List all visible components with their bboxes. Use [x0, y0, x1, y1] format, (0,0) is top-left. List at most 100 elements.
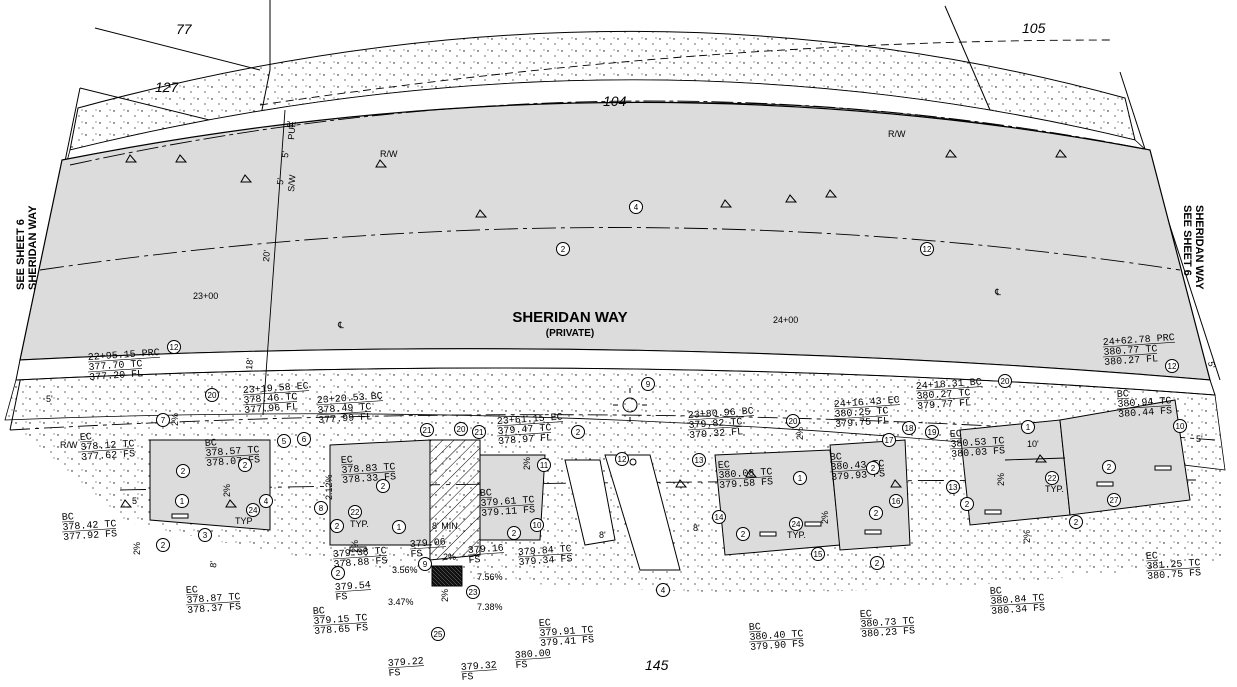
elevation-underline	[1145, 567, 1201, 572]
callout-number: 22	[351, 508, 360, 517]
elevation-underline	[479, 504, 535, 509]
slope-347: 3.47%	[388, 597, 414, 607]
elevation-label-b1: EC378.12 TC377.62 FS	[80, 429, 136, 464]
station-labels: 23+00 24+00 R/W R/W R/W ℄ ℄ PUE S/W	[60, 121, 1001, 450]
elevation-underline	[949, 445, 1005, 450]
elevation-underline	[829, 460, 843, 463]
elevation-underline	[79, 448, 135, 453]
callout-1: 1	[1021, 420, 1035, 434]
elevation-line: 379.11 FS	[481, 505, 536, 520]
elevation-label-b21: EC380.53 TC380.03 FS	[950, 426, 1006, 461]
callout-number: 21	[423, 426, 432, 435]
slope-756: 7.56%	[477, 572, 503, 582]
elevation-underline	[915, 397, 971, 402]
elevation-line: 380.84 TC	[990, 593, 1045, 608]
callout-23: 23	[466, 585, 480, 599]
elevation-underline	[1116, 405, 1172, 410]
callout-number: 19	[928, 428, 937, 437]
callout-number: 10	[533, 521, 542, 530]
elevation-underline	[496, 432, 552, 437]
elevation-line: 377.96 FL	[244, 402, 299, 417]
elevation-label-b24: EC381.25 TC380.75 FS	[1146, 548, 1202, 583]
dimension-lines	[262, 109, 1066, 461]
elevation-underline	[517, 553, 573, 558]
elevation-line: 378.12 TC	[80, 439, 135, 454]
callout-circle	[175, 494, 189, 508]
dim-8-c: 8'	[208, 560, 219, 568]
callout-22: 22	[348, 505, 362, 519]
elevation-underline	[79, 440, 93, 443]
callout-9: 9	[641, 377, 655, 391]
callout-19: 19	[925, 425, 939, 439]
lot-104: 104	[603, 93, 627, 109]
callout-circle	[793, 471, 807, 485]
elevation-label-a2: 23+19.58 EC378.46 TC377.96 FL	[243, 381, 311, 417]
elevation-line: FS	[515, 660, 528, 672]
road-pavement	[19, 101, 1211, 381]
callout-2: 2	[736, 527, 750, 541]
elevation-label-b20: EC380.73 TC380.23 FS	[860, 606, 916, 641]
elevation-label-b3: BC378.42 TC377.92 FS	[62, 509, 118, 544]
dim-8-b: 8'	[693, 523, 700, 533]
typ-1: TYP	[235, 516, 253, 526]
elevation-line: 379.47 TC	[497, 423, 552, 438]
elevation-label-a3: 23+20.53 BC378.49 TC377.99 FL	[317, 391, 385, 427]
sw-tag: S/W	[286, 174, 297, 192]
callout-number: 1	[798, 474, 803, 483]
callout-number: 2	[512, 529, 517, 538]
callout-11: 11	[537, 458, 551, 472]
elevation-line: 380.00	[515, 649, 552, 662]
lot-numbers: 77 127 104 105 145	[155, 20, 1046, 673]
callout-circle	[198, 528, 212, 542]
callout-number: 11	[540, 461, 549, 470]
elevation-line: BC	[480, 488, 493, 500]
elevation-underline	[538, 634, 594, 639]
slope-2-b: 2%	[170, 413, 180, 426]
dim-8-min: 8' MIN.	[432, 521, 460, 531]
elevation-label-a1: 22+95.15 PRC377.70 TC377.20 FL	[88, 348, 162, 384]
callout-circle	[925, 425, 939, 439]
callout-circle	[1021, 420, 1035, 434]
callout-2: 2	[869, 506, 883, 520]
slope-2-e: 2%	[350, 540, 360, 553]
elevation-line: 379.82 TC	[688, 417, 743, 432]
station-23-00: 23+00	[193, 291, 218, 301]
elevation-line: EC	[718, 460, 731, 472]
elevation-line: BC	[313, 606, 326, 618]
callout-number: 2	[1074, 518, 1079, 527]
callout-15: 15	[811, 547, 825, 561]
elevation-line: 379.34 FS	[518, 554, 573, 569]
callout-4: 4	[259, 494, 273, 508]
elevation-underline	[989, 602, 1045, 607]
elevation-line: 378.83 TC	[341, 462, 396, 477]
elevation-underline	[1145, 559, 1159, 562]
elevation-underline	[185, 593, 199, 596]
callout-2: 2	[176, 464, 190, 478]
elevation-line: 379.75 FL	[835, 416, 890, 431]
slope-2-i: 2%	[996, 473, 1006, 486]
elevation-line: BC	[1117, 389, 1130, 401]
elevation-line: 379.32	[461, 661, 498, 674]
elevation-label-b9: BC379.15 TC378.65 FS	[313, 603, 369, 638]
callout-number: 17	[885, 436, 894, 445]
elevation-underline	[467, 552, 505, 556]
elevation-line: BC	[62, 512, 75, 524]
lot-145: 145	[645, 657, 669, 673]
elevation-line: EC	[1146, 551, 1159, 563]
dim-5-c: 5'	[275, 177, 286, 185]
elevation-line: 380.27 TC	[916, 388, 971, 403]
elevation-line: BC	[830, 452, 843, 464]
callout-number: 2	[336, 569, 341, 578]
callout-number: 4	[264, 497, 269, 506]
callout-25: 25	[431, 627, 445, 641]
callout-circle	[615, 452, 629, 466]
callout-circle	[376, 479, 390, 493]
dim-5-a: 5'	[285, 120, 296, 128]
dim-5-lot: 5'	[132, 496, 139, 506]
callout-number: 21	[475, 428, 484, 437]
callout-27: 27	[1107, 493, 1121, 507]
callout-2: 2	[507, 526, 521, 540]
callout-circle	[314, 501, 328, 515]
elevation-line: 379.54	[335, 581, 372, 594]
elevation-underline	[61, 520, 75, 523]
